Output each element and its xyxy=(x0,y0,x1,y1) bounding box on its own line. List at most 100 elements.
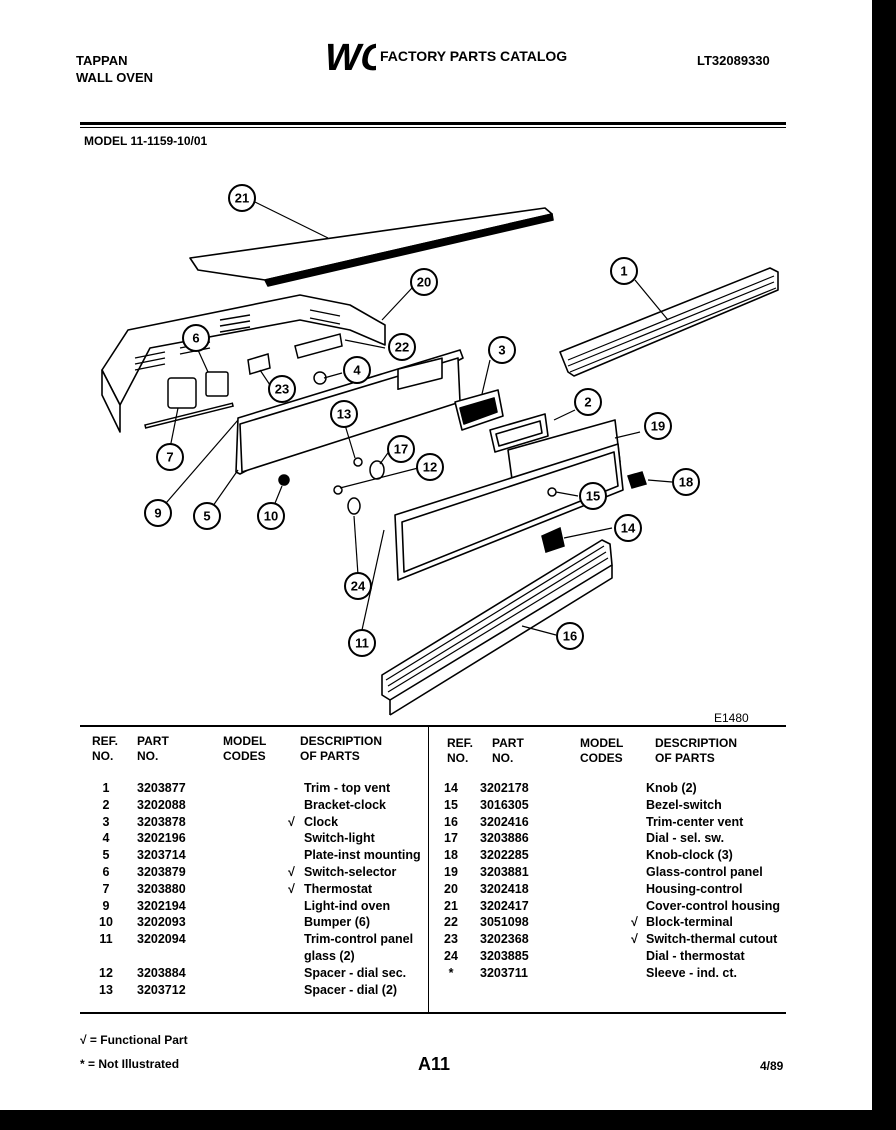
callout-20: 20 xyxy=(410,268,438,296)
table-cell-desc: Knob (2) xyxy=(646,781,697,795)
table-cell-part: 3203884 xyxy=(137,965,186,980)
functional-mark xyxy=(631,830,638,847)
callout-24: 24 xyxy=(344,572,372,600)
table-cell-desc: Light-ind oven xyxy=(304,898,391,913)
page-border-right xyxy=(872,0,896,1130)
svg-text:21: 21 xyxy=(235,191,249,206)
legend-functional-part: √ = Functional Part xyxy=(80,1033,188,1047)
right-part-column: 3202178 3016305 3202416 3203886 3202285 … xyxy=(480,780,529,982)
table-cell-part: 3203885 xyxy=(480,948,529,963)
callout-12: 12 xyxy=(416,453,444,481)
table-cell-desc: Trim-center vent xyxy=(646,814,744,829)
callout-3: 3 xyxy=(488,336,516,364)
functional-mark xyxy=(288,982,295,999)
svg-text:10: 10 xyxy=(264,509,278,524)
table-cell-desc: Plate-inst mounting xyxy=(304,848,421,863)
svg-text:14: 14 xyxy=(621,521,636,536)
table-cell-part: 3202417 xyxy=(480,898,529,913)
part-cover-control-housing xyxy=(189,207,553,281)
table-cell-part: 3203886 xyxy=(480,831,529,846)
functional-mark: √ xyxy=(288,814,295,829)
page-border-bottom xyxy=(0,1110,896,1130)
table-cell-ref: 9 xyxy=(102,898,110,913)
functional-mark xyxy=(631,814,638,831)
table-cell-desc: Trim - top vent xyxy=(304,781,391,795)
part-bumper xyxy=(278,474,290,486)
functional-mark xyxy=(288,847,295,864)
part-trim-top-vent xyxy=(559,267,779,377)
functional-mark xyxy=(288,830,295,847)
table-cell-desc: Spacer - dial sec. xyxy=(304,965,407,980)
svg-text:23: 23 xyxy=(275,382,289,397)
product-type: WALL OVEN xyxy=(76,70,154,85)
table-cell-part: 3202368 xyxy=(480,932,529,947)
svg-text:13: 13 xyxy=(337,407,351,422)
header-rule-thin xyxy=(80,127,786,128)
callout-2: 2 xyxy=(574,388,602,416)
table-cell-ref: 23 xyxy=(444,932,458,947)
part-switch-selector xyxy=(205,371,229,397)
callout-19: 19 xyxy=(644,412,672,440)
part-dial-selector-switch xyxy=(369,460,385,480)
table-cell-part: 3202194 xyxy=(137,898,186,913)
svg-text:11: 11 xyxy=(355,636,369,651)
table-cell-ref: 3 xyxy=(102,814,110,829)
table-cell-ref: 11 xyxy=(99,932,113,947)
table-cell-desc: Block-terminal xyxy=(646,915,733,930)
table-cell-part: 3202196 xyxy=(137,831,186,846)
svg-text:16: 16 xyxy=(563,629,577,644)
table-cell-desc: glass (2) xyxy=(304,948,355,963)
table-cell-desc: Trim-control panel xyxy=(304,932,414,947)
svg-text:2: 2 xyxy=(584,395,591,410)
table-cell-ref: 19 xyxy=(444,864,458,879)
table-cell-desc: Cover-control housing xyxy=(646,898,781,913)
table-cell-desc: Glass-control panel xyxy=(646,864,763,879)
brand-name: TAPPAN xyxy=(76,53,128,68)
header-ref-left: REF.NO. xyxy=(92,734,119,763)
functional-mark xyxy=(288,780,295,797)
table-cell-part xyxy=(137,948,186,965)
table-cell-part: 3203711 xyxy=(480,965,528,980)
table-cell-ref: 18 xyxy=(444,848,458,863)
table-cell-part: 3203879 xyxy=(137,864,186,879)
table-cell-desc: Clock xyxy=(304,814,339,829)
table-top-rule xyxy=(80,725,786,727)
svg-text:6: 6 xyxy=(192,331,199,346)
table-cell-ref: 21 xyxy=(444,898,458,913)
functional-mark: √ xyxy=(288,881,295,896)
callout-4: 4 xyxy=(343,356,371,384)
callout-9: 9 xyxy=(144,499,172,527)
right-desc-column: Knob (2) Bezel-switch Trim-center vent D… xyxy=(646,780,780,982)
table-cell-part: 3203881 xyxy=(480,864,529,879)
part-dial-thermostat xyxy=(347,497,361,515)
page-number: A11 xyxy=(418,1054,451,1074)
table-cell-desc: Thermostat xyxy=(304,881,373,896)
table-cell-ref: 5 xyxy=(102,848,110,863)
table-cell-part: 3203878 xyxy=(137,814,186,829)
svg-text:7: 7 xyxy=(166,450,173,465)
svg-text:20: 20 xyxy=(417,275,431,290)
table-cell-part: 3202285 xyxy=(480,848,529,863)
svg-text:1: 1 xyxy=(620,264,627,279)
table-cell-ref: 17 xyxy=(444,831,458,846)
functional-mark xyxy=(631,898,638,915)
svg-text:15: 15 xyxy=(586,489,600,504)
model-number: MODEL 11-1159-10/01 xyxy=(84,134,208,148)
table-cell-part: 3202094 xyxy=(137,932,186,947)
table-cell-ref: 12 xyxy=(99,965,113,980)
callout-6: 6 xyxy=(182,324,210,352)
table-cell-ref: 24 xyxy=(444,948,458,963)
svg-text:22: 22 xyxy=(395,340,409,355)
svg-text:4: 4 xyxy=(353,363,361,378)
left-part-column: 3203877 3202088 3203878 3202196 3203714 … xyxy=(137,780,186,998)
callout-22: 22 xyxy=(388,333,416,361)
part-knob-clock xyxy=(627,471,647,489)
left-ref-column: 1 2 3 4 5 6 7 9 10 11 12 13 xyxy=(92,780,120,998)
functional-mark xyxy=(631,881,638,898)
callout-21: 21 xyxy=(228,184,256,212)
table-cell-part: 3202088 xyxy=(137,797,186,812)
functional-mark: √ xyxy=(631,915,638,930)
